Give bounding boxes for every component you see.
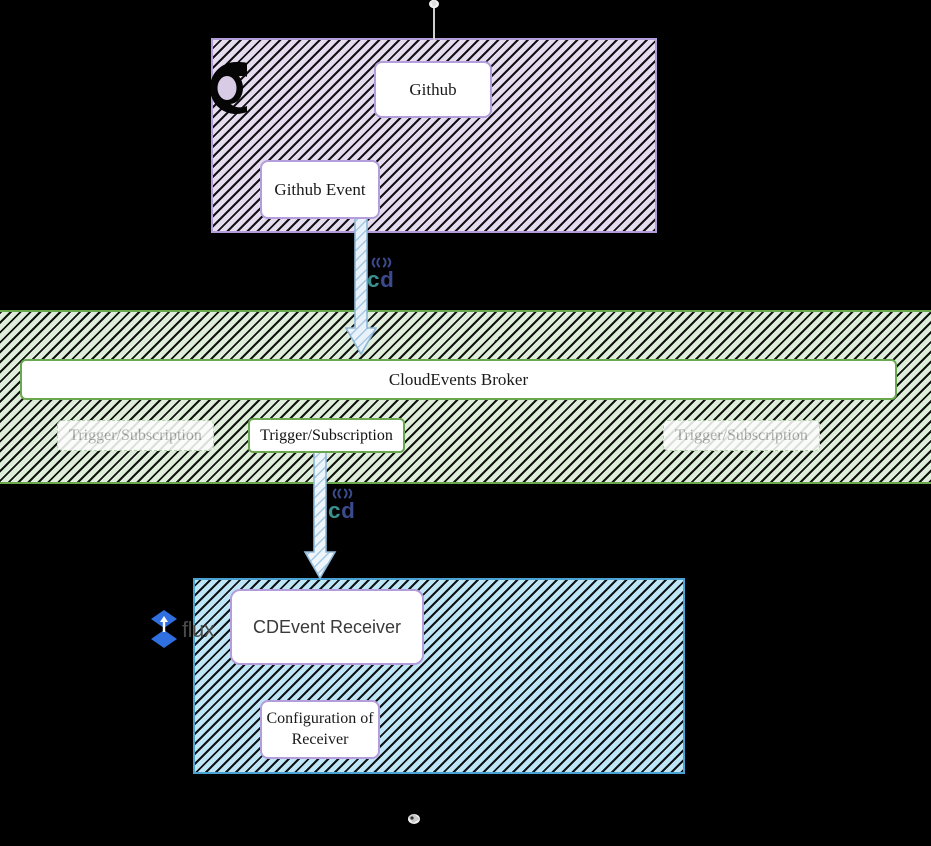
flux-logo-label: flux [182,617,215,642]
svg-text:c: c [328,498,341,523]
dot-marker-top-icon [429,0,439,9]
trigger-subscription-2-label: Trigger/Subscription [260,426,393,444]
svg-text:d: d [341,498,355,523]
svg-text:d: d [380,267,394,292]
node-cdevent-receiver[interactable]: CDEvent Receiver [230,589,424,665]
trigger-subscription-3-label: Trigger/Subscription [675,426,808,444]
flux-diamond-icon [151,610,177,648]
trigger-subscription-1[interactable]: Trigger/Subscription [57,420,214,451]
cdevents-logo-icon-top: c d [367,257,394,292]
github-logo-icon [210,62,247,114]
node-cloudevents-broker-label: CloudEvents Broker [388,369,529,389]
node-cdevent-receiver-label: CDEvent Receiver [252,616,402,637]
node-github-label: Github [409,79,457,99]
arrow-trigger-to-receiver [303,452,337,580]
node-configuration-line-2: Receiver [291,730,349,748]
dot-marker-bottom-icon [408,814,420,824]
svg-text:c: c [367,267,380,292]
trigger-subscription-3[interactable]: Trigger/Subscription [663,420,820,451]
node-github-event-label: Github Event [274,179,366,199]
node-github[interactable]: Github [374,61,492,118]
top-connector-line [433,8,435,40]
flux-logo: flux [149,608,215,652]
trigger-subscription-1-label: Trigger/Subscription [69,426,202,444]
cdevents-logo-icon-bottom: c d [328,488,355,523]
trigger-subscription-2[interactable]: Trigger/Subscription [248,418,405,453]
node-configuration-of-receiver[interactable]: Configuration of Receiver [260,700,380,759]
node-configuration-line-1: Configuration of [266,709,374,727]
arrow-github-event-to-broker [344,216,378,356]
node-github-event[interactable]: Github Event [260,160,380,219]
node-cloudevents-broker[interactable]: CloudEvents Broker [20,359,897,400]
